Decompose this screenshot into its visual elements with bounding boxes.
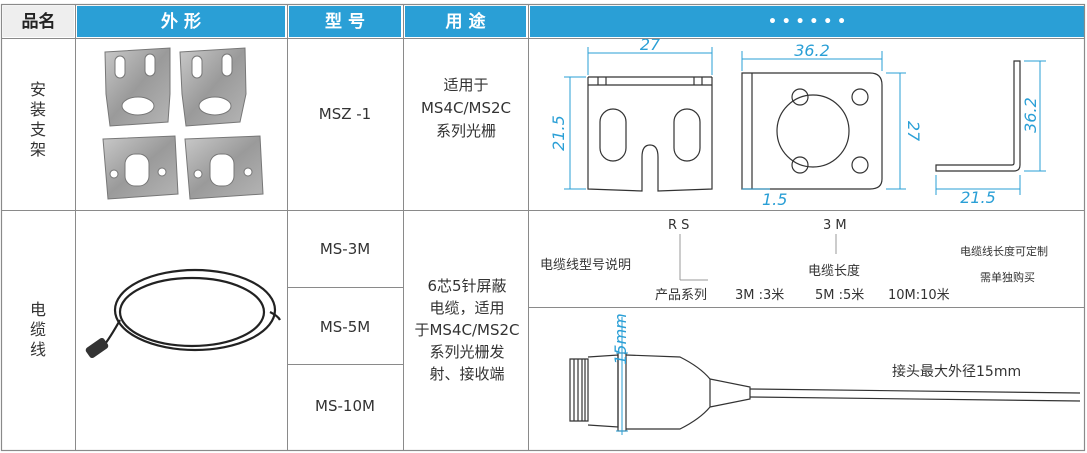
header-bg-model bbox=[289, 6, 401, 37]
header-bg-name bbox=[3, 6, 74, 37]
cable-usage-line: 于MS4C/MS2C bbox=[414, 321, 520, 339]
bracket-usage-line: 系列光栅 bbox=[435, 122, 496, 140]
header-bg-usage bbox=[405, 6, 526, 37]
cable-usage-line: 6芯5针屏蔽 bbox=[427, 277, 507, 295]
dim-plate-width: 36.2 bbox=[794, 41, 830, 60]
bracket-name: 安装支架 bbox=[29, 80, 46, 159]
cable-note-purchase: 需单独购买 bbox=[980, 271, 1035, 284]
header-dims: • • • • • • bbox=[767, 14, 847, 30]
cable-model-10m: MS-10M bbox=[315, 397, 375, 415]
dim-side-height: 36.2 bbox=[1021, 97, 1040, 133]
cable-option: 3M :3米 bbox=[735, 288, 785, 303]
bracket-model: MSZ -1 bbox=[318, 105, 372, 123]
cable-note-custom: 电缆线长度可定制 bbox=[960, 245, 1048, 258]
cable-photo bbox=[85, 268, 281, 359]
header-bg-shape bbox=[77, 6, 285, 37]
connector-drawing: 15mm bbox=[569, 313, 1081, 435]
cable-option: 5M :5米 bbox=[815, 288, 865, 303]
cable-usage-line: 射、接收端 bbox=[429, 365, 505, 383]
dim-height-left: 21.5 bbox=[549, 115, 568, 151]
connector-note: 接头最大外径15mm bbox=[892, 364, 1022, 380]
bracket-photo bbox=[102, 47, 264, 200]
cable-label-series: 产品系列 bbox=[655, 288, 708, 303]
dim-plate-height: 27 bbox=[904, 121, 923, 142]
cable-code-series: R S bbox=[668, 218, 690, 233]
bracket-usage: 适用于 MS4C/MS2C 系列光栅 bbox=[406, 74, 526, 143]
cable-option: 10M:10米 bbox=[888, 288, 950, 303]
dim-top-width: 27 bbox=[640, 39, 661, 54]
cable-usage-line: 系列光栅发 bbox=[429, 343, 505, 361]
cable-model-5m: MS-5M bbox=[319, 318, 371, 336]
header-shape: 外 形 bbox=[161, 12, 201, 32]
bracket-usage-line: 适用于 bbox=[443, 76, 489, 94]
dim-thickness: 1.5 bbox=[762, 190, 787, 209]
cable-usage: 6芯5针屏蔽 电缆，适用 于MS4C/MS2C 系列光栅发 射、接收端 bbox=[406, 275, 528, 385]
cable-code-length: 3 M bbox=[823, 218, 847, 233]
cable-spec-lines bbox=[679, 234, 837, 281]
dim-side-width: 21.5 bbox=[960, 188, 996, 207]
cable-label-length: 电缆长度 bbox=[808, 264, 861, 279]
header-model: 型 号 bbox=[325, 12, 365, 32]
cable-name: 电缆线 bbox=[29, 300, 46, 359]
header-bg-dims bbox=[530, 6, 1084, 37]
bracket-usage-line: MS4C/MS2C bbox=[420, 99, 511, 117]
bracket-drawing: 27 21.5 36.2 27 1.5 36.2 21.5 bbox=[549, 39, 1046, 209]
header-usage: 用 途 bbox=[445, 12, 486, 32]
cable-spec-title: 电缆线型号说明 bbox=[540, 258, 632, 273]
header-name: 品名 bbox=[21, 12, 56, 32]
dim-connector-diameter: 15mm bbox=[611, 313, 630, 365]
cable-usage-line: 电缆，适用 bbox=[429, 299, 505, 317]
cable-model-3m: MS-3M bbox=[319, 240, 371, 258]
